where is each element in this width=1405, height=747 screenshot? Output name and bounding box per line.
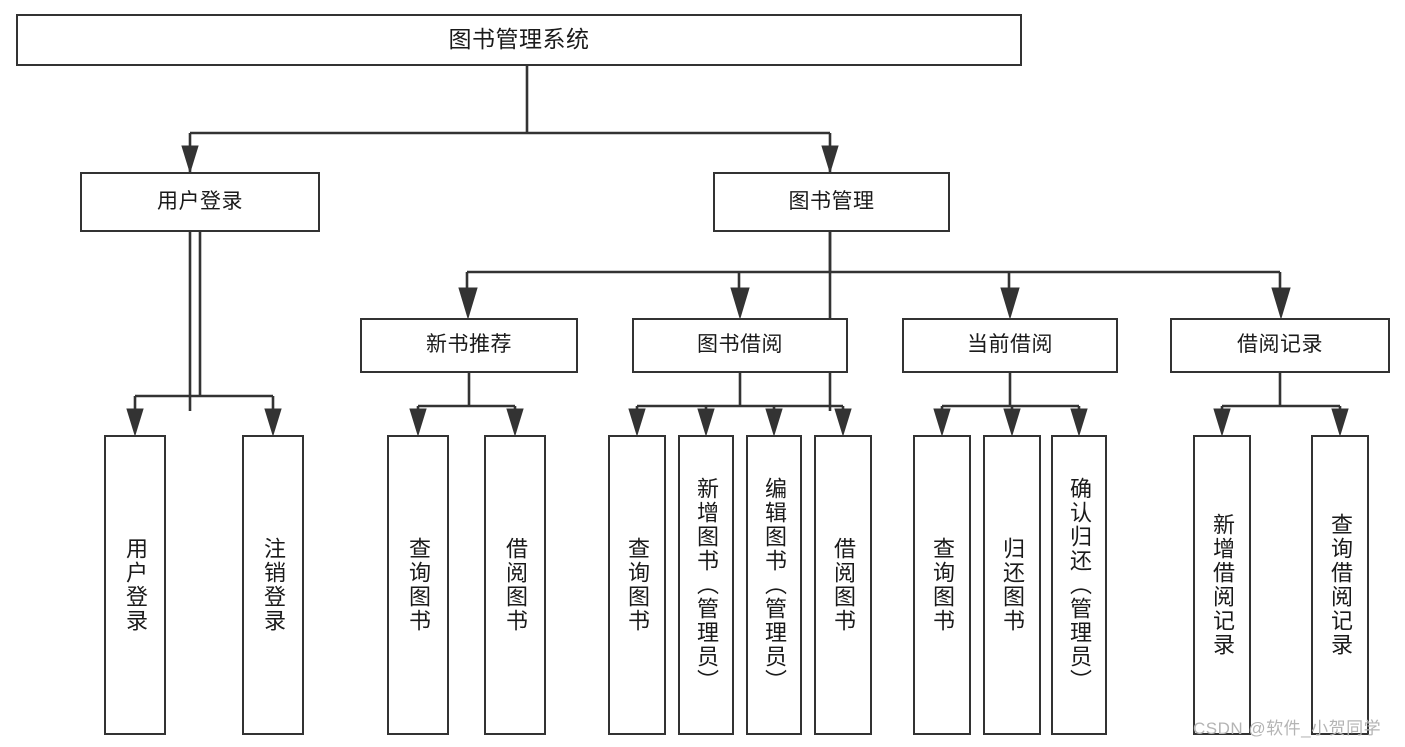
arrowhead-leaf-query-book-3 xyxy=(933,408,951,437)
node-leaf-borrow-book-2[interactable]: 借阅图书 xyxy=(814,435,872,735)
node-new-book-recommend[interactable]: 新书推荐 xyxy=(360,318,578,373)
node-leaf-confirm-return[interactable]: 确认归还（管理员） xyxy=(1051,435,1107,735)
node-leaf-query-book-2[interactable]: 查询图书 xyxy=(608,435,666,735)
arrowhead-leaf-add-borrow-record xyxy=(1213,408,1231,437)
node-leaf-user-login[interactable]: 用户登录 xyxy=(104,435,166,735)
arrowhead-book-manage xyxy=(821,145,839,174)
arrowhead-leaf-add-book xyxy=(697,408,715,437)
arrowhead-borrow-record xyxy=(1271,287,1291,320)
node-book-manage[interactable]: 图书管理 xyxy=(713,172,950,232)
arrowhead-leaf-confirm-return xyxy=(1070,408,1088,437)
node-leaf-edit-book[interactable]: 编辑图书（管理员） xyxy=(746,435,802,735)
arrowhead-leaf-edit-book xyxy=(765,408,783,437)
arrowhead-leaf-borrow-book-1 xyxy=(506,408,524,437)
arrowhead-leaf-user-login xyxy=(126,408,144,437)
node-leaf-logout[interactable]: 注销登录 xyxy=(242,435,304,735)
arrowhead-leaf-logout xyxy=(264,408,282,437)
node-leaf-return-book[interactable]: 归还图书 xyxy=(983,435,1041,735)
node-leaf-query-book-3[interactable]: 查询图书 xyxy=(913,435,971,735)
node-user-login[interactable]: 用户登录 xyxy=(80,172,320,232)
arrowhead-user-login xyxy=(181,145,199,174)
arrowhead-leaf-query-book-1 xyxy=(409,408,427,437)
csdn-watermark: CSDN @软件_小贺同学 xyxy=(1193,719,1382,738)
node-book-borrow[interactable]: 图书借阅 xyxy=(632,318,848,373)
arrowhead-new-book xyxy=(458,287,478,320)
node-leaf-query-book-1[interactable]: 查询图书 xyxy=(387,435,449,735)
node-leaf-borrow-book-1[interactable]: 借阅图书 xyxy=(484,435,546,735)
node-leaf-add-book[interactable]: 新增图书（管理员） xyxy=(678,435,734,735)
arrowhead-book-borrow xyxy=(730,287,750,320)
node-current-borrow[interactable]: 当前借阅 xyxy=(902,318,1118,373)
node-borrow-record[interactable]: 借阅记录 xyxy=(1170,318,1390,373)
arrowhead-current-borrow xyxy=(1000,287,1020,320)
arrowhead-leaf-query-book-2 xyxy=(628,408,646,437)
node-leaf-query-borrow-record[interactable]: 查询借阅记录 xyxy=(1311,435,1369,735)
arrowhead-leaf-query-borrow-record xyxy=(1331,408,1349,437)
node-leaf-add-borrow-record[interactable]: 新增借阅记录 xyxy=(1193,435,1251,735)
arrowhead-leaf-return-book xyxy=(1003,408,1021,437)
arrowhead-leaf-borrow-book-2 xyxy=(834,408,852,437)
node-root[interactable]: 图书管理系统 xyxy=(16,14,1022,66)
